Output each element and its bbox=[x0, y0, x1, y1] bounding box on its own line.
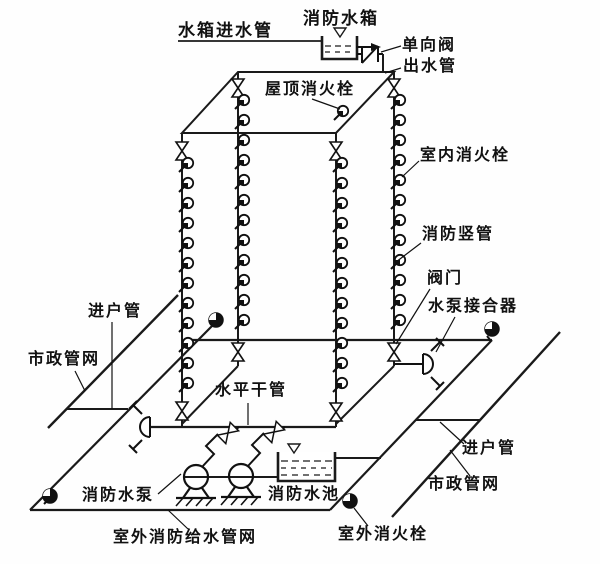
fire-water-tank-icon bbox=[320, 27, 359, 61]
label-horizontal-main: 水平干管 bbox=[215, 382, 288, 399]
label-pump-coupler: 水泵接合器 bbox=[428, 298, 519, 315]
discharge-valve-1-icon bbox=[215, 420, 241, 446]
label-municipal-left: 市政管网 bbox=[28, 351, 101, 368]
label-outlet-pipe: 出水管 bbox=[403, 58, 458, 75]
water-level-triangle-icon bbox=[332, 27, 348, 39]
label-indoor-hydrant: 室内消火栓 bbox=[420, 147, 511, 164]
check-valve-icon bbox=[357, 45, 383, 64]
municipal-main-left bbox=[47, 294, 179, 429]
label-municipal-right: 市政管网 bbox=[428, 476, 501, 493]
fire-pump-1-icon bbox=[175, 463, 216, 507]
label-fire-pool: 消防水池 bbox=[268, 486, 341, 503]
fire-risers bbox=[181, 72, 395, 427]
label-fire-pump: 消防水泵 bbox=[82, 487, 155, 504]
pump-coupler-right-icon bbox=[394, 337, 445, 391]
label-outdoor-hydrant: 室外消火栓 bbox=[338, 526, 429, 543]
label-service-pipe-right: 进户管 bbox=[462, 440, 517, 457]
water-level-triangle-icon bbox=[286, 443, 302, 455]
label-valve: 阀门 bbox=[427, 270, 464, 287]
label-check-valve: 单向阀 bbox=[402, 37, 457, 54]
pump-coupler-left-icon bbox=[128, 400, 151, 454]
riser-valves bbox=[175, 78, 401, 422]
fire-pool-icon bbox=[276, 443, 381, 483]
label-fire-riser: 消防竖管 bbox=[422, 226, 495, 243]
municipal-main-right bbox=[391, 331, 561, 518]
discharge-valve-2-icon bbox=[261, 419, 287, 445]
outdoor-hydrants bbox=[42, 312, 500, 509]
leader-lines bbox=[74, 45, 471, 530]
label-service-pipe-left: 进户管 bbox=[88, 303, 143, 320]
label-tank-inlet-pipe: 水箱进水管 bbox=[178, 21, 273, 40]
fire-pump-2-icon bbox=[220, 462, 261, 506]
indoor-hydrants bbox=[178, 93, 407, 393]
label-roof-hydrant: 屋顶消火栓 bbox=[265, 81, 356, 98]
label-fire-water-tank: 消防水箱 bbox=[303, 9, 379, 28]
label-outdoor-network: 室外消防给水管网 bbox=[113, 529, 258, 546]
